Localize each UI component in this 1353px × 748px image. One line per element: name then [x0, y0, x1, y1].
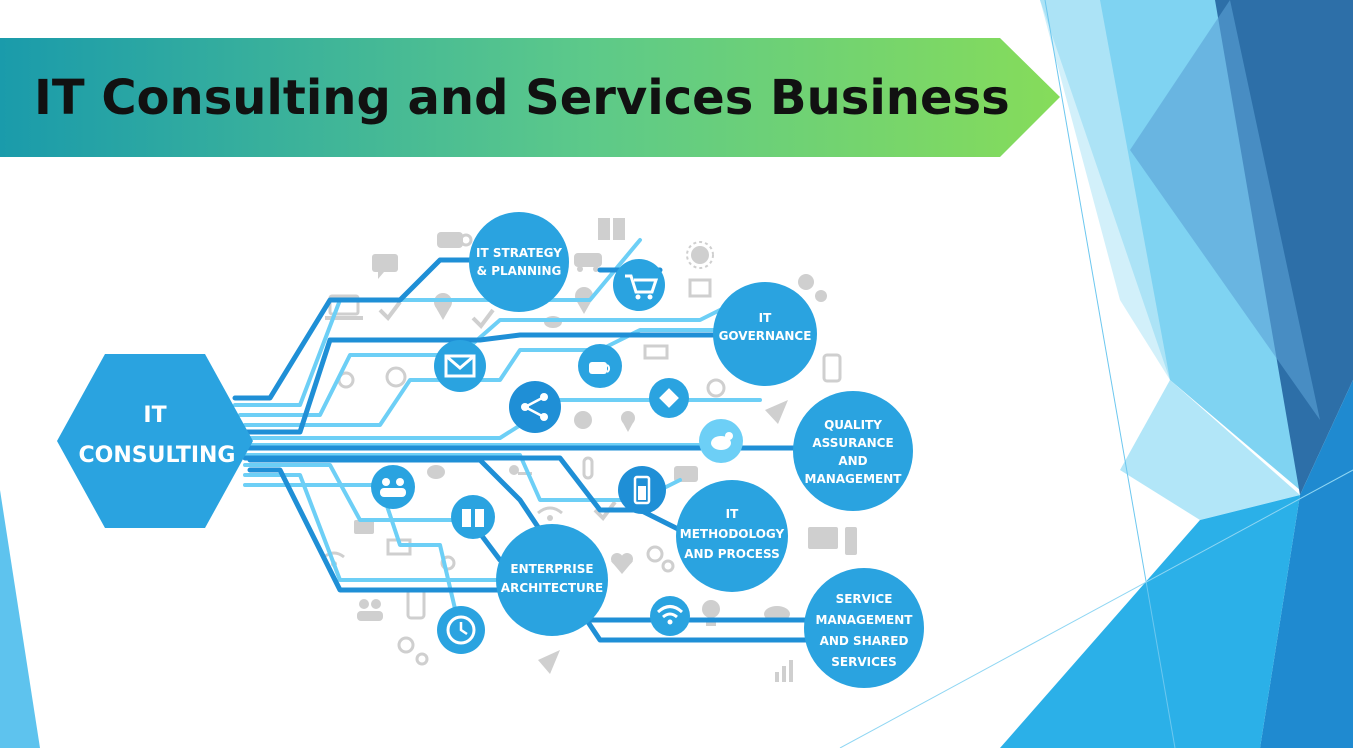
checkmark-icon [378, 300, 402, 322]
laptop-icon [325, 294, 363, 320]
refresh-icon [385, 366, 407, 388]
gears-icon [397, 636, 429, 666]
bg-line [839, 469, 1353, 748]
hub-label-line-2: CONSULTING [78, 443, 235, 468]
book-icon [598, 218, 625, 240]
node-label: AND SHARED [820, 634, 909, 648]
gears-icon [646, 545, 675, 573]
plane-icon [765, 400, 788, 424]
users-icon [371, 465, 415, 509]
node-label: QUALITY [824, 418, 882, 432]
checkmark-icon [471, 308, 495, 330]
chat-icon [372, 254, 398, 279]
bg-facet [1120, 380, 1300, 520]
node-label: SERVICES [831, 655, 896, 669]
monitor-icon [808, 527, 857, 555]
gears-icon [798, 274, 827, 302]
node-it-governance: IT GOVERNANCE [713, 282, 817, 386]
slide-title: IT Consulting and Services Business [34, 70, 1010, 126]
satellite-icon [649, 378, 689, 418]
battery-icon [618, 466, 666, 514]
title-banner [0, 38, 1060, 157]
share-icon [509, 381, 561, 433]
battery-icon [643, 344, 669, 360]
icon-bubbles [371, 259, 743, 654]
clock-icon [437, 606, 485, 654]
sun-icon [686, 241, 714, 269]
bg-line [1044, 0, 1176, 748]
checkmark-icon [593, 500, 617, 522]
apple-icon [574, 411, 592, 429]
node-label: IT [759, 311, 772, 325]
key-icon [509, 465, 532, 475]
phone-icon [406, 588, 426, 620]
bg-facet [1000, 495, 1300, 748]
bg-facet [1040, 0, 1170, 380]
node-enterprise-architecture: ENTERPRISE ARCHITECTURE [496, 524, 608, 636]
heart-icon [611, 553, 633, 574]
node-label: IT STRATEGY [476, 246, 562, 260]
coffee-icon [437, 232, 473, 248]
node-label: SERVICE [836, 592, 893, 606]
coffee-cup-icon [578, 344, 622, 388]
wifi-icon [650, 596, 690, 636]
chat-icon [674, 466, 698, 482]
node-label: ASSURANCE [812, 436, 893, 450]
hub-label-line-1: IT [143, 403, 166, 428]
node-label: MANAGEMENT [816, 613, 914, 627]
car-icon [574, 253, 602, 272]
node-label: GOVERNANCE [719, 329, 812, 343]
node-label: ENTERPRISE [510, 562, 593, 576]
pin-icon [621, 411, 635, 432]
camera-icon [354, 520, 374, 534]
hub-it-consulting: IT CONSULTING [57, 354, 253, 528]
bird-icon [699, 419, 743, 463]
node-service-management: SERVICE MANAGEMENT AND SHARED SERVICES [804, 568, 924, 688]
plane-icon [538, 650, 560, 674]
node-label: & PLANNING [477, 264, 562, 278]
node-quality-assurance: QUALITY ASSURANCE AND MANAGEMENT [793, 391, 913, 511]
bg-facet-left [0, 490, 40, 748]
node-label: METHODOLOGY [680, 527, 785, 541]
node-label: MANAGEMENT [805, 472, 903, 486]
node-label: IT [726, 507, 739, 521]
wifi-icon [537, 506, 563, 521]
pin-icon [434, 293, 452, 320]
gift-icon [451, 495, 495, 539]
box-icon [688, 278, 712, 298]
node-label: ARCHITECTURE [501, 581, 603, 595]
node-label: AND [838, 454, 867, 468]
bg-facet [1130, 0, 1320, 420]
node-it-methodology: IT METHODOLOGY AND PROCESS [676, 480, 788, 592]
node-label: AND PROCESS [684, 547, 779, 561]
bg-facet [1260, 380, 1353, 748]
paperclip-icon [582, 456, 594, 480]
refresh-icon [440, 555, 456, 571]
node-it-strategy: IT STRATEGY & PLANNING [469, 212, 569, 312]
phone-icon [822, 353, 842, 383]
cart-icon [613, 259, 665, 311]
people-icon [357, 599, 383, 621]
signal-icon [775, 660, 793, 682]
background-icons [323, 218, 857, 682]
bird-icon [427, 465, 445, 479]
refresh-icon [706, 378, 726, 398]
envelope-icon [434, 340, 486, 392]
